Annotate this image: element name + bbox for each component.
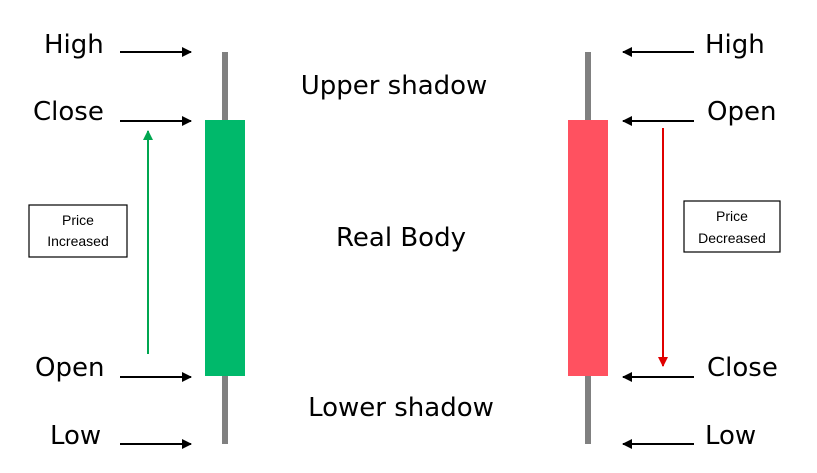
real-body-label: Real Body xyxy=(336,223,466,253)
upper-shadow-label: Upper shadow xyxy=(301,71,488,101)
bearish-real-body xyxy=(568,120,608,376)
lower-shadow-label: Lower shadow xyxy=(308,393,494,423)
price-decreased-line1: Price xyxy=(716,208,748,224)
bearish-candle xyxy=(568,52,608,444)
bearish-close-label: Close xyxy=(707,353,778,383)
bullish-high-label: High xyxy=(44,30,104,60)
bearish-high-label: High xyxy=(705,30,765,60)
bullish-close-label: Close xyxy=(33,97,104,127)
price-increased-box: Price Increased xyxy=(28,204,128,258)
bullish-open-label: Open xyxy=(35,353,104,383)
bearish-open-label: Open xyxy=(707,97,776,127)
bullish-low-label: Low xyxy=(50,421,101,451)
price-decreased-box: Price Decreased xyxy=(683,200,781,253)
price-increased-line2: Increased xyxy=(47,233,108,249)
bullish-real-body xyxy=(205,120,245,376)
bearish-low-label: Low xyxy=(705,421,756,451)
bullish-candle xyxy=(205,52,245,444)
price-increased-line1: Price xyxy=(62,212,94,228)
price-decreased-line2: Decreased xyxy=(698,230,766,246)
